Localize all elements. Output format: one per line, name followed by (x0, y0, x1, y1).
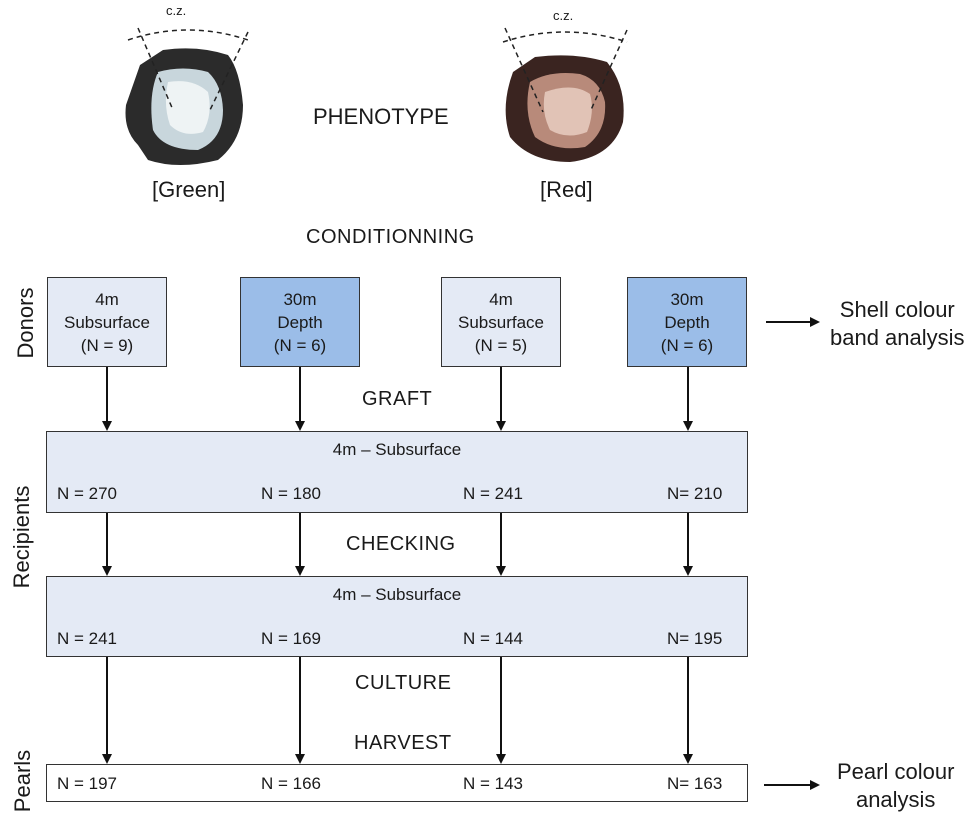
recipients-checking-count: N = 241 (57, 629, 118, 648)
recipients-graft-title: 4m – Subsurface (332, 440, 462, 459)
donor-box-green-depth: 30m Depth (N = 6) (240, 277, 360, 367)
phenotype-title: PHENOTYPE (313, 104, 449, 129)
pearls-band: N = 197 N = 166 N = 143 N= 163 (46, 764, 748, 802)
shell-analysis-line1: Shell colour (839, 297, 955, 322)
recipients-graft-count: N = 241 (463, 484, 524, 503)
donor-depth: 30m (670, 289, 704, 309)
shell-analysis-line2: band analysis (830, 325, 965, 350)
shell-colour-analysis-label: Shell colour band analysis (830, 296, 965, 352)
recipients-graft-count: N = 180 (261, 484, 322, 503)
recipients-checking-count: N= 195 (667, 629, 723, 648)
stage-conditioning: CONDITIONNING (306, 226, 475, 248)
donor-count: (N = 6) (273, 335, 327, 355)
recipients-checking-title: 4m – Subsurface (332, 585, 462, 604)
pearls-count: N= 163 (667, 774, 723, 793)
donor-box-red-subsurface: 4m Subsurface (N = 5) (441, 277, 561, 367)
green-shell-image (125, 27, 249, 166)
donor-location: Subsurface (64, 312, 150, 332)
donor-location: Depth (277, 312, 323, 332)
stage-culture: CULTURE (355, 672, 452, 694)
red-shell-image (502, 27, 628, 163)
stage-graft: GRAFT (362, 388, 433, 410)
recipients-graft-band: 4m – Subsurface N = 270 N = 180 N = 241 … (46, 431, 748, 513)
zone-label-right: c.z. (553, 8, 574, 23)
donor-location: Subsurface (458, 312, 544, 332)
recipients-graft-count: N= 210 (667, 484, 723, 503)
recipients-checking-count: N = 144 (463, 629, 524, 648)
recipients-checking-band: 4m – Subsurface N = 241 N = 169 N = 144 … (46, 576, 748, 657)
stage-checking: CHECKING (346, 533, 456, 555)
recipients-checking-count: N = 169 (261, 629, 322, 648)
donor-box-red-depth: 30m Depth (N = 6) (627, 277, 747, 367)
pearls-count: N = 143 (463, 774, 524, 793)
stage-harvest: HARVEST (354, 732, 452, 754)
donor-location: Depth (664, 312, 710, 332)
pearl-analysis-line1: Pearl colour (837, 759, 955, 784)
recipients-graft-count: N = 270 (57, 484, 118, 503)
red-phenotype-label: [Red] (540, 177, 593, 202)
green-phenotype-label: [Green] (152, 177, 226, 202)
pearl-colour-analysis-label: Pearl colour analysis (837, 758, 954, 814)
pearls-count: N = 197 (57, 774, 118, 793)
donor-depth: 4m (489, 289, 513, 309)
donor-box-green-subsurface: 4m Subsurface (N = 9) (47, 277, 167, 367)
donor-count: (N = 9) (80, 335, 134, 355)
pearl-analysis-line2: analysis (855, 787, 936, 812)
donor-count: (N = 5) (474, 335, 528, 355)
zone-label-left: c.z. (166, 3, 187, 18)
donor-depth: 4m (95, 289, 119, 309)
donor-depth: 30m (283, 289, 317, 309)
donor-count: (N = 6) (660, 335, 714, 355)
pearls-count: N = 166 (261, 774, 322, 793)
